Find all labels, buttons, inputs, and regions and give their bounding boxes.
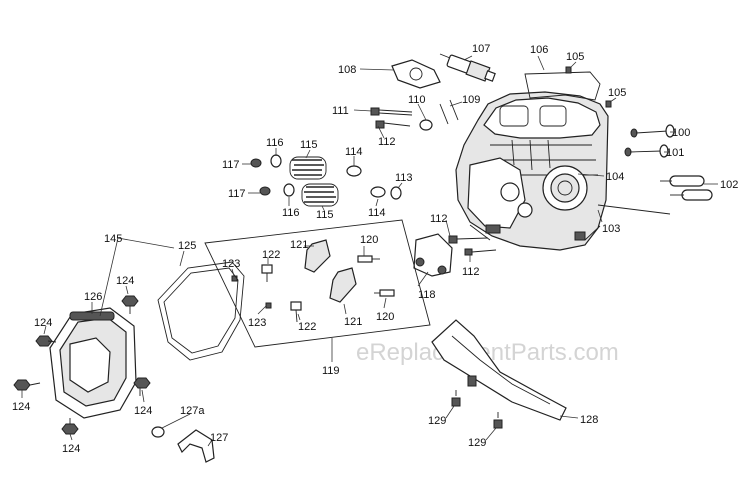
- cylinder-head: [455, 91, 609, 251]
- valves: [624, 124, 675, 158]
- label-123-bottom: 123: [248, 317, 266, 329]
- valve-cover: [49, 307, 137, 419]
- label-112-mid: 112: [430, 213, 448, 225]
- label-113: 113: [395, 172, 413, 184]
- label-129-bottom: 129: [468, 437, 486, 449]
- label-123-top: 123: [222, 258, 240, 270]
- dowel-pins: [565, 66, 612, 108]
- label-121-top: 121: [290, 239, 308, 251]
- label-127: 127: [210, 432, 228, 444]
- rocker-parts-box: [204, 219, 431, 348]
- label-116-top: 116: [266, 137, 284, 149]
- label-124-left: 124: [34, 317, 52, 329]
- label-128: 128: [580, 414, 598, 426]
- bolts-112: [448, 235, 497, 256]
- label-112-bottom: 112: [462, 266, 480, 278]
- label-121-bottom: 121: [344, 316, 362, 328]
- leader-lines: [21, 55, 718, 447]
- label-118: 118: [418, 289, 436, 301]
- label-100: 100: [672, 127, 690, 139]
- label-102: 102: [720, 179, 738, 191]
- label-115-bottom: 115: [316, 209, 334, 221]
- label-104: 104: [606, 171, 624, 183]
- part-labels: 107 106 105 105 108 110 109 111 112 100 …: [12, 43, 738, 455]
- label-126: 126: [84, 291, 102, 303]
- adjusters-120: [357, 255, 395, 297]
- label-101: 101: [666, 147, 684, 159]
- breather-tube: [151, 426, 215, 463]
- label-124-top-right: 124: [116, 275, 134, 287]
- label-124-bottom-right: 124: [134, 405, 152, 417]
- label-120-top: 120: [360, 234, 378, 246]
- valve-springs: [250, 154, 402, 207]
- label-145: 145: [104, 233, 122, 245]
- label-124-bottom: 124: [62, 443, 80, 455]
- long-stud: [597, 204, 671, 215]
- spark-plug: [439, 53, 496, 82]
- label-114-bottom: 114: [368, 207, 386, 219]
- cover-bolts: [13, 295, 151, 435]
- valve-cover-gasket: [157, 261, 245, 361]
- head-gasket: [524, 71, 601, 101]
- rocker-arms: [304, 239, 357, 303]
- label-107: 107: [472, 43, 490, 55]
- intake-gasket: [391, 59, 441, 89]
- head-bolts: [370, 107, 413, 129]
- label-117-bottom: 117: [228, 188, 246, 200]
- label-117-top: 117: [222, 159, 240, 171]
- rocker-studs: [231, 264, 302, 323]
- label-112-top: 112: [378, 136, 396, 148]
- shield-bolts: [451, 390, 503, 429]
- label-116-bottom: 116: [282, 207, 300, 219]
- label-108: 108: [338, 64, 356, 76]
- label-120-bottom: 120: [376, 311, 394, 323]
- valve-guides: [660, 175, 713, 201]
- label-125: 125: [178, 240, 196, 252]
- push-rods: [439, 99, 459, 125]
- label-122-bottom: 122: [298, 321, 316, 333]
- heat-shield: [431, 319, 567, 421]
- label-106: 106: [530, 44, 548, 56]
- label-115-top: 115: [300, 139, 318, 151]
- label-114-top: 114: [345, 146, 363, 158]
- label-111: 111: [332, 105, 349, 117]
- label-119: 119: [322, 365, 340, 377]
- label-103: 103: [602, 223, 620, 235]
- label-127a: 127a: [180, 405, 205, 417]
- label-124-bottom-left: 124: [12, 401, 30, 413]
- label-122-top: 122: [262, 249, 280, 261]
- bracket-118: [413, 233, 453, 277]
- label-110: 110: [408, 94, 426, 106]
- label-105-right: 105: [608, 87, 626, 99]
- label-105-top: 105: [566, 51, 584, 63]
- label-129-top: 129: [428, 415, 446, 427]
- label-109: 109: [462, 94, 480, 106]
- rocker-pivot: [419, 119, 433, 131]
